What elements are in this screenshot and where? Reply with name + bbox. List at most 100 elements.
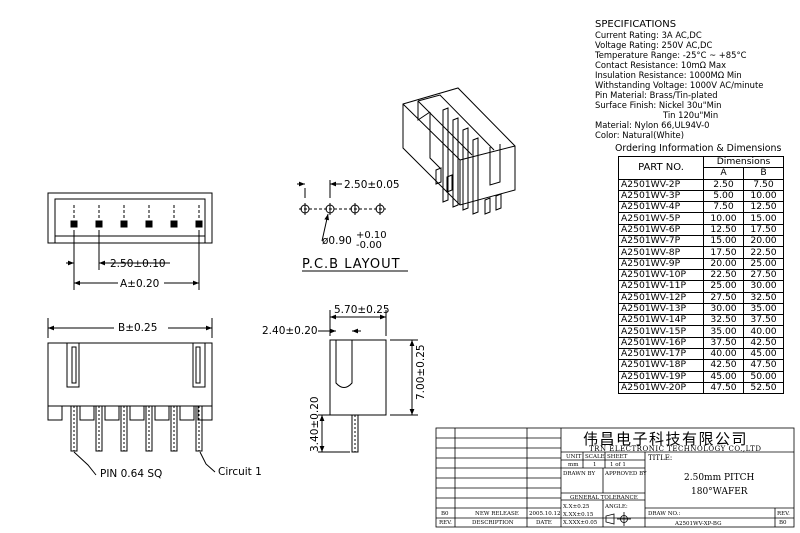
side-pin-label: 3.40±0.20 [309,396,321,452]
title-label: TITLE: [648,454,672,462]
dim-a-cell: 7.50 [703,201,744,214]
dim-a-cell: 27.50 [703,291,744,304]
dim-a-cell: 35.00 [703,325,744,338]
company-name-en: TRN ELECTRONIC TECHNOLOGY CO.,LTD [589,445,761,453]
dim-b-cell: 30.00 [743,280,784,293]
part-number-cell: A2501WV-20P [618,381,704,395]
pcb-pitch-label: 2.50±0.05 [344,179,400,191]
ordering-title: Ordering Information & Dimensions [615,143,782,154]
dim-b-label: B±0.25 [118,322,157,334]
part-number-cell: A2501WV-4P [618,201,704,214]
pin-size-label: PIN 0.64 SQ [100,468,162,480]
spec-material: Material: Nylon 66,UL94V-0 [595,120,710,130]
part-number-cell: A2501WV-14P [618,314,704,327]
spec-surface-finish: Surface Finish: Nickel 30u"Min [595,100,722,110]
pitch-top-label: 2.50±0.10 [110,258,166,270]
drawn-by-label: DRAWN BY [563,471,595,477]
tolerance-2: X.XX±0.15 [563,512,594,518]
part-number-cell: A2501WV-8P [618,246,704,259]
circuit-1-label: Circuit 1 [218,466,262,478]
dim-b-cell: 32.50 [743,291,784,304]
part-number-cell: A2501WV-6P [618,223,704,237]
dim-b-cell: 52.50 [743,381,784,395]
dim-b-cell: 40.00 [743,325,784,338]
spec-voltage-rating: Voltage Rating: 250V AC,DC [595,40,713,50]
dim-b-cell: 22.50 [743,246,784,259]
dim-b-cell: 10.00 [743,189,784,203]
part-number-cell: A2501WV-7P [618,235,704,248]
general-tolerance-label: GENERAL TOLERANCE [570,495,638,501]
tolerance-3: X.XXX±0.05 [563,520,598,526]
part-number-cell: A2501WV-18P [618,359,704,372]
part-number-cell: A2501WV-3P [618,189,704,203]
spec-contact-resistance: Contact Resistance: 10mΩ Max [595,60,727,70]
revision-row-date: 2005.10.12 [529,511,561,517]
part-number-cell: A2501WV-19P [618,370,704,383]
dim-a-cell: 10.00 [703,212,744,225]
revision-header-rev: REV. [439,520,452,526]
dim-a-cell: 15.00 [703,235,744,248]
revision-header-date: DATE [536,520,552,526]
spec-surface-finish-tin: Tin 120u"Min [663,110,719,120]
rev-label: REV. [777,511,790,517]
part-number-cell: A2501WV-5P [618,212,704,225]
dim-b-cell: 27.50 [743,268,784,282]
scale-value: 1 [593,462,597,468]
part-number-cell: A2501WV-12P [618,291,704,304]
pcb-layout-title: P.C.B LAYOUT [302,257,401,272]
rev-value: B0 [779,520,787,526]
dim-b-cell: 15.00 [743,212,784,225]
side-view [318,310,418,453]
pcb-holes [299,203,386,215]
sheet-label: SHEET [607,454,628,460]
spec-pin-material: Pin Material: Brass/Tin-plated [595,90,718,100]
part-number-cell: A2501WV-16P [618,336,704,350]
dim-b-cell: 37.50 [743,314,784,327]
dim-a-cell: 42.50 [703,359,744,372]
spec-color: Color: Natural(White) [595,130,684,140]
part-number-cell: A2501WV-10P [618,268,704,282]
dim-b-cell: 50.00 [743,370,784,383]
revision-row-desc: NEW RELEASE [475,511,519,517]
isometric-pins [435,107,502,215]
dim-a-cell: 45.00 [703,370,744,383]
unit-label: UNIT [566,454,582,460]
pcb-hole-label: ø0.90 [322,235,352,247]
dim-b-cell: 42.50 [743,336,784,350]
dim-a-cell: 2.50 [703,178,744,191]
front-view-pins [70,405,203,452]
part-number-cell: A2501WV-15P [618,325,704,338]
title-line-2: 180°WAFER [691,487,748,497]
scale-label: SCALE [585,454,605,460]
dim-b-cell: 25.00 [743,257,784,270]
tolerance-1: X.X±0.25 [563,504,590,510]
specifications-heading: SPECIFICATIONS [595,19,677,30]
pcb-layout [297,180,408,272]
side-width-label: 5.70±0.25 [334,304,390,316]
sheet-value: 1 of 1 [610,462,626,468]
dim-b-cell: 45.00 [743,348,784,361]
isometric-view [402,87,516,215]
top-view-pins [70,220,203,228]
col-part-no: PART NO. [618,156,704,180]
dim-b-cell: 7.50 [743,178,784,191]
col-b: B [743,167,784,180]
front-view [47,318,216,476]
approved-by-label: APPROVED BY [604,471,647,477]
